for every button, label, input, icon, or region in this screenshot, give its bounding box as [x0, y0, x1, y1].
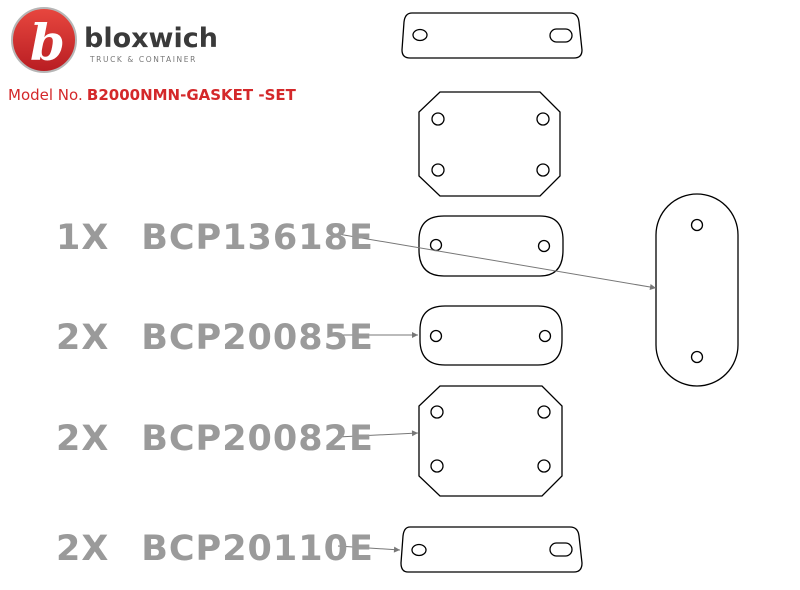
gasket-two-hole-a	[418, 215, 564, 277]
callout-2: 2X BCP20085E	[56, 318, 374, 358]
gasket-top-strip	[401, 12, 583, 59]
gasket-bottom-strip	[400, 526, 583, 573]
leader-line-1	[337, 233, 657, 290]
leader-lines	[337, 233, 657, 553]
model-number: Model No. B2000NMN-GASKET -SET	[8, 86, 296, 104]
brand-name: bloxwich	[84, 23, 218, 54]
callout-qty: 2X	[56, 318, 110, 358]
logo-circle	[11, 7, 77, 73]
brand-logo: b bloxwich TRUCK & CONTAINER	[11, 7, 218, 73]
callout-part: BCP20110E	[141, 529, 374, 569]
gasket-two-hole-b	[419, 305, 563, 366]
gasket-four-hole-upper	[418, 91, 561, 197]
gasket-four-hole-lower	[418, 385, 563, 497]
leader-line-3	[337, 430, 419, 438]
slot	[549, 28, 573, 43]
hole	[412, 28, 428, 42]
callout-qty: 2X	[56, 529, 110, 569]
callout-part: BCP13618E	[141, 218, 374, 258]
brand-tagline: TRUCK & CONTAINER	[89, 55, 197, 64]
callout-part: BCP20085E	[141, 318, 374, 358]
callout-qty: 1X	[56, 218, 110, 258]
model-label: Model No.	[8, 86, 83, 104]
callout-part: BCP20082E	[141, 419, 374, 459]
callout-1: 1X BCP13618E	[56, 218, 374, 258]
leader-line-4	[337, 545, 401, 553]
callout-4: 2X BCP20110E	[56, 529, 374, 569]
model-value: B2000NMN-GASKET -SET	[86, 86, 296, 104]
logo-letter-icon: b	[30, 13, 65, 72]
callout-3: 2X BCP20082E	[56, 419, 374, 459]
callout-qty: 2X	[56, 419, 110, 459]
gasket-tall-oval	[655, 193, 739, 387]
